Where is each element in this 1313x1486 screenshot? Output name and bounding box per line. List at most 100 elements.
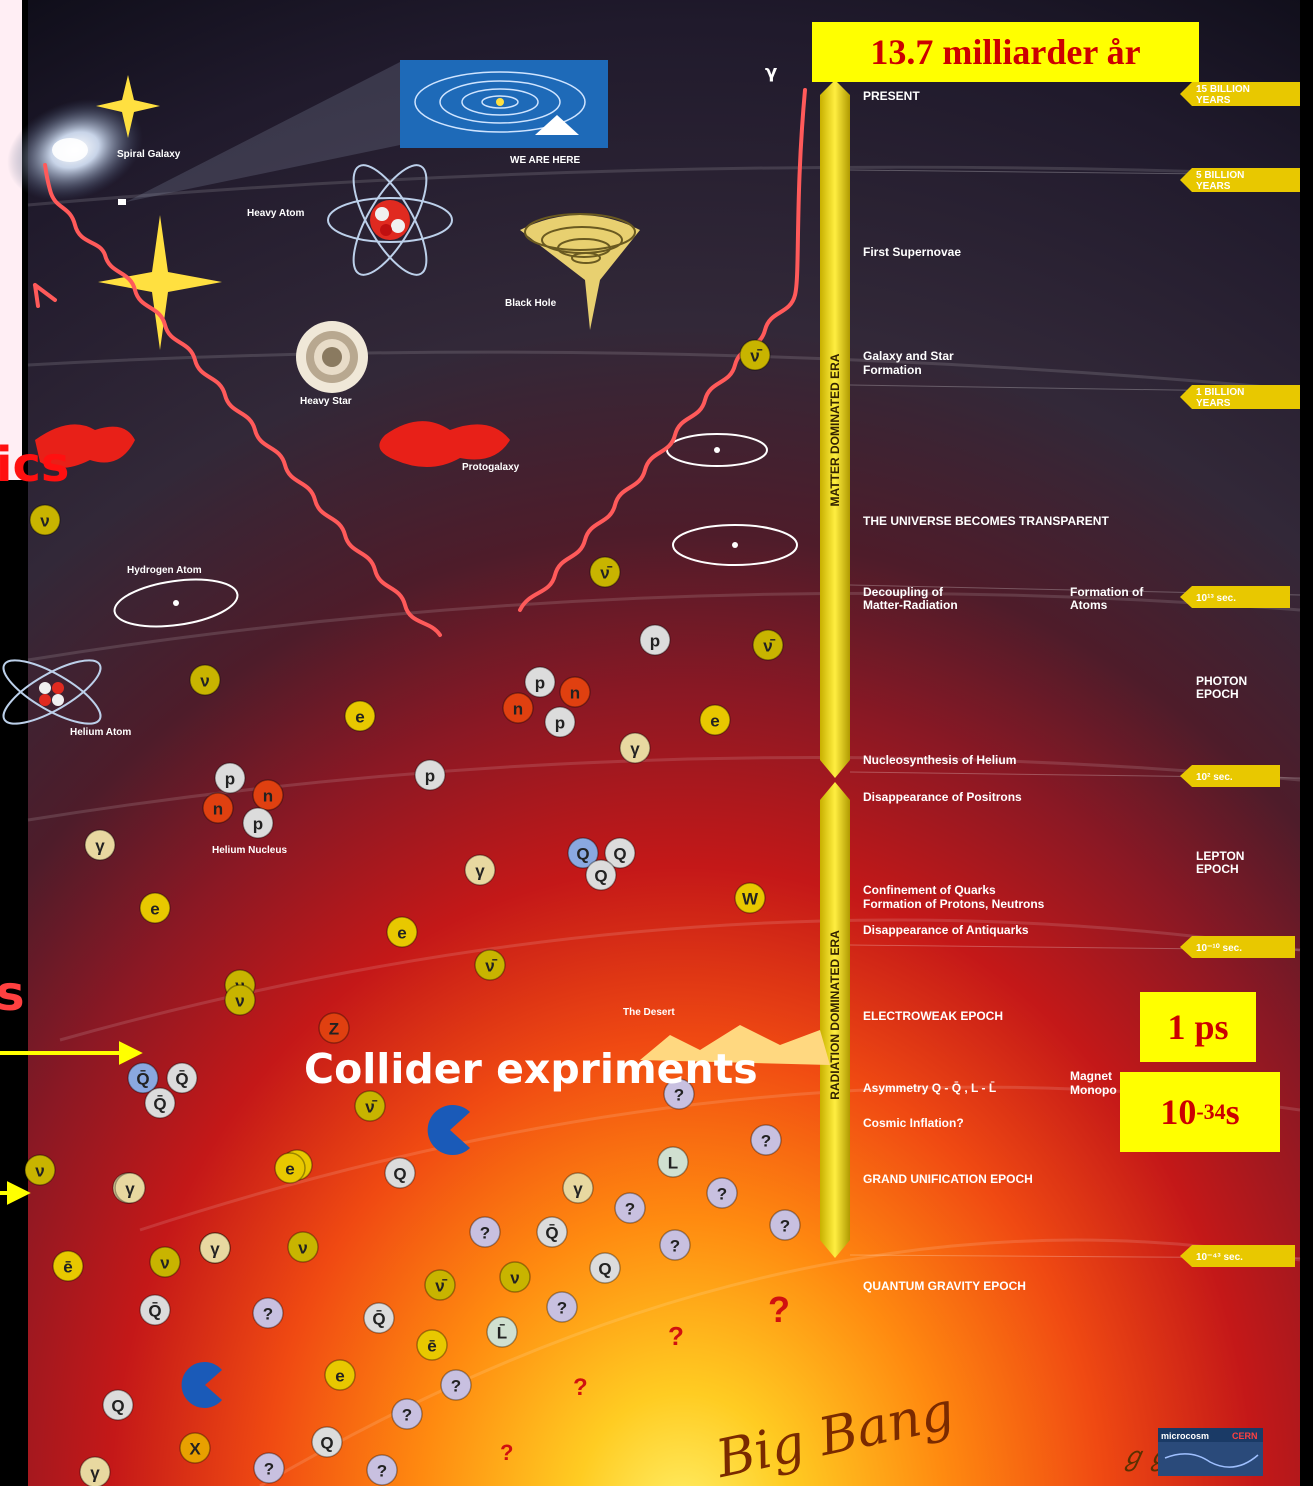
particle-label: ν̄ bbox=[763, 637, 775, 656]
marker-15-billion: 15 BILLION YEARS bbox=[1180, 82, 1300, 106]
particle: γ bbox=[84, 829, 116, 861]
particle-label: p bbox=[535, 674, 545, 693]
particle-label: ? bbox=[451, 1377, 461, 1396]
arc-planck bbox=[259, 1238, 1301, 1486]
particle-label: γ bbox=[630, 740, 640, 759]
particle-label: ν bbox=[35, 1162, 44, 1181]
particle-ball bbox=[252, 1297, 284, 1329]
particle-ball bbox=[614, 1192, 646, 1224]
particle-label: Q̄ bbox=[545, 1224, 558, 1243]
left-cut-label-2: s bbox=[0, 966, 25, 1022]
svg-text:10⁻⁴³ sec.: 10⁻⁴³ sec. bbox=[1196, 1252, 1243, 1263]
particle-ball bbox=[464, 854, 496, 886]
particle-label: p bbox=[650, 632, 660, 651]
solar-system-box: WE ARE HERE bbox=[400, 60, 608, 166]
the-desert-label: The Desert bbox=[623, 1007, 675, 1018]
particle-label: γ bbox=[475, 862, 485, 881]
event-decoupling-1: Decoupling of bbox=[863, 585, 944, 599]
particle-label: ? bbox=[377, 1462, 387, 1481]
svg-text:10⁻¹⁰ sec.: 10⁻¹⁰ sec. bbox=[1196, 943, 1242, 954]
event-galaxy-star-1: Galaxy and Star bbox=[863, 349, 954, 363]
star-large bbox=[98, 215, 222, 350]
event-antiquarks: Disappearance of Antiquarks bbox=[863, 923, 1029, 937]
particle-ball bbox=[386, 916, 418, 948]
protogalaxies: Protogalaxy bbox=[35, 421, 520, 473]
photon-epoch-2: EPOCH bbox=[1196, 687, 1239, 701]
cern-logo: microcosm CERN bbox=[1158, 1428, 1263, 1476]
svg-text:5 BILLION: 5 BILLION bbox=[1196, 170, 1244, 181]
particle: ? bbox=[706, 1177, 738, 1209]
particle: ? bbox=[750, 1124, 782, 1156]
particle-label: p bbox=[225, 770, 235, 789]
particle: e bbox=[139, 892, 171, 924]
particle-label: ν̄ bbox=[750, 347, 762, 366]
particle-label: p bbox=[555, 714, 565, 733]
cern-label: CERN bbox=[1232, 1431, 1258, 1441]
event-monopoles-1: Magnet bbox=[1070, 1069, 1112, 1083]
particle-label: ? bbox=[402, 1406, 412, 1425]
particle-ball bbox=[202, 792, 234, 824]
particle-label: γ bbox=[95, 837, 105, 856]
particle-label: Q̄ bbox=[148, 1302, 161, 1321]
particle-ball bbox=[274, 1152, 306, 1184]
particle: ν bbox=[287, 1231, 319, 1263]
particle-ball bbox=[424, 1269, 456, 1301]
lepton-epoch-2: EPOCH bbox=[1196, 862, 1239, 876]
radiation-era-label: RADIATION DOMINATED ERA bbox=[828, 930, 842, 1100]
particle-label: ν̄ bbox=[435, 1277, 447, 1296]
particle-label: e bbox=[150, 900, 159, 919]
svg-text:15 BILLION: 15 BILLION bbox=[1196, 84, 1250, 95]
particle: Q̄ bbox=[139, 1294, 171, 1326]
particle-label: Q bbox=[594, 867, 607, 886]
event-nucleosynthesis: Nucleosynthesis of Helium bbox=[863, 753, 1016, 767]
particle-label: e bbox=[355, 708, 364, 727]
svg-text:1 BILLION: 1 BILLION bbox=[1196, 387, 1244, 398]
particle-ball bbox=[567, 837, 599, 869]
particle-label: X bbox=[189, 1440, 201, 1459]
particle: Q bbox=[589, 1252, 621, 1284]
event-formation-atoms-1: Formation of bbox=[1070, 585, 1144, 599]
particle-ball bbox=[149, 1246, 181, 1278]
particle-ball bbox=[102, 1389, 134, 1421]
particle: Q bbox=[567, 837, 599, 869]
event-gut: GRAND UNIFICATION EPOCH bbox=[863, 1172, 1033, 1186]
protogalaxy-blob-left bbox=[35, 424, 135, 469]
era-column: MATTER DOMINATED ERA RADIATION DOMINATED… bbox=[820, 80, 850, 1258]
red-question-2: ? bbox=[668, 1321, 684, 1351]
particle: ? bbox=[253, 1452, 285, 1484]
particle-label: γ bbox=[125, 1180, 135, 1199]
particle: p bbox=[242, 807, 274, 839]
particle: L bbox=[657, 1146, 689, 1178]
particle: Q̄ bbox=[536, 1216, 568, 1248]
svg-text:YEARS: YEARS bbox=[1196, 398, 1231, 409]
marker-1-billion: 1 BILLION YEARS bbox=[1180, 385, 1300, 409]
particle-label: p bbox=[425, 767, 435, 786]
red-question-3: ? bbox=[573, 1374, 588, 1401]
particle-label: ? bbox=[761, 1132, 771, 1151]
particle: Q bbox=[311, 1426, 343, 1458]
particle-ball bbox=[324, 1359, 356, 1391]
particle-ball bbox=[114, 1172, 146, 1204]
heavy-star-label: Heavy Star bbox=[300, 396, 352, 407]
particle-label: ? bbox=[480, 1224, 490, 1243]
particle-label: n bbox=[213, 800, 223, 819]
marker-1e2-sec: 10² sec. bbox=[1180, 765, 1280, 787]
event-electroweak: ELECTROWEAK EPOCH bbox=[863, 1009, 1003, 1023]
particle-ball bbox=[750, 1124, 782, 1156]
particle-ball bbox=[139, 892, 171, 924]
particle: ē bbox=[52, 1250, 84, 1282]
particle-ball bbox=[79, 1456, 111, 1486]
particle-label: Q̄ bbox=[372, 1310, 385, 1329]
particle-ball bbox=[414, 759, 446, 791]
particle: ν bbox=[499, 1261, 531, 1293]
particle-ball bbox=[699, 704, 731, 736]
particle-label: ν bbox=[160, 1254, 169, 1273]
particle-ball bbox=[585, 859, 617, 891]
particle: γ bbox=[562, 1172, 594, 1204]
microcosm-label: microcosm bbox=[1161, 1431, 1209, 1441]
particle-ball bbox=[199, 1232, 231, 1264]
particle-label: ? bbox=[674, 1086, 684, 1105]
particle-ball bbox=[544, 706, 576, 738]
